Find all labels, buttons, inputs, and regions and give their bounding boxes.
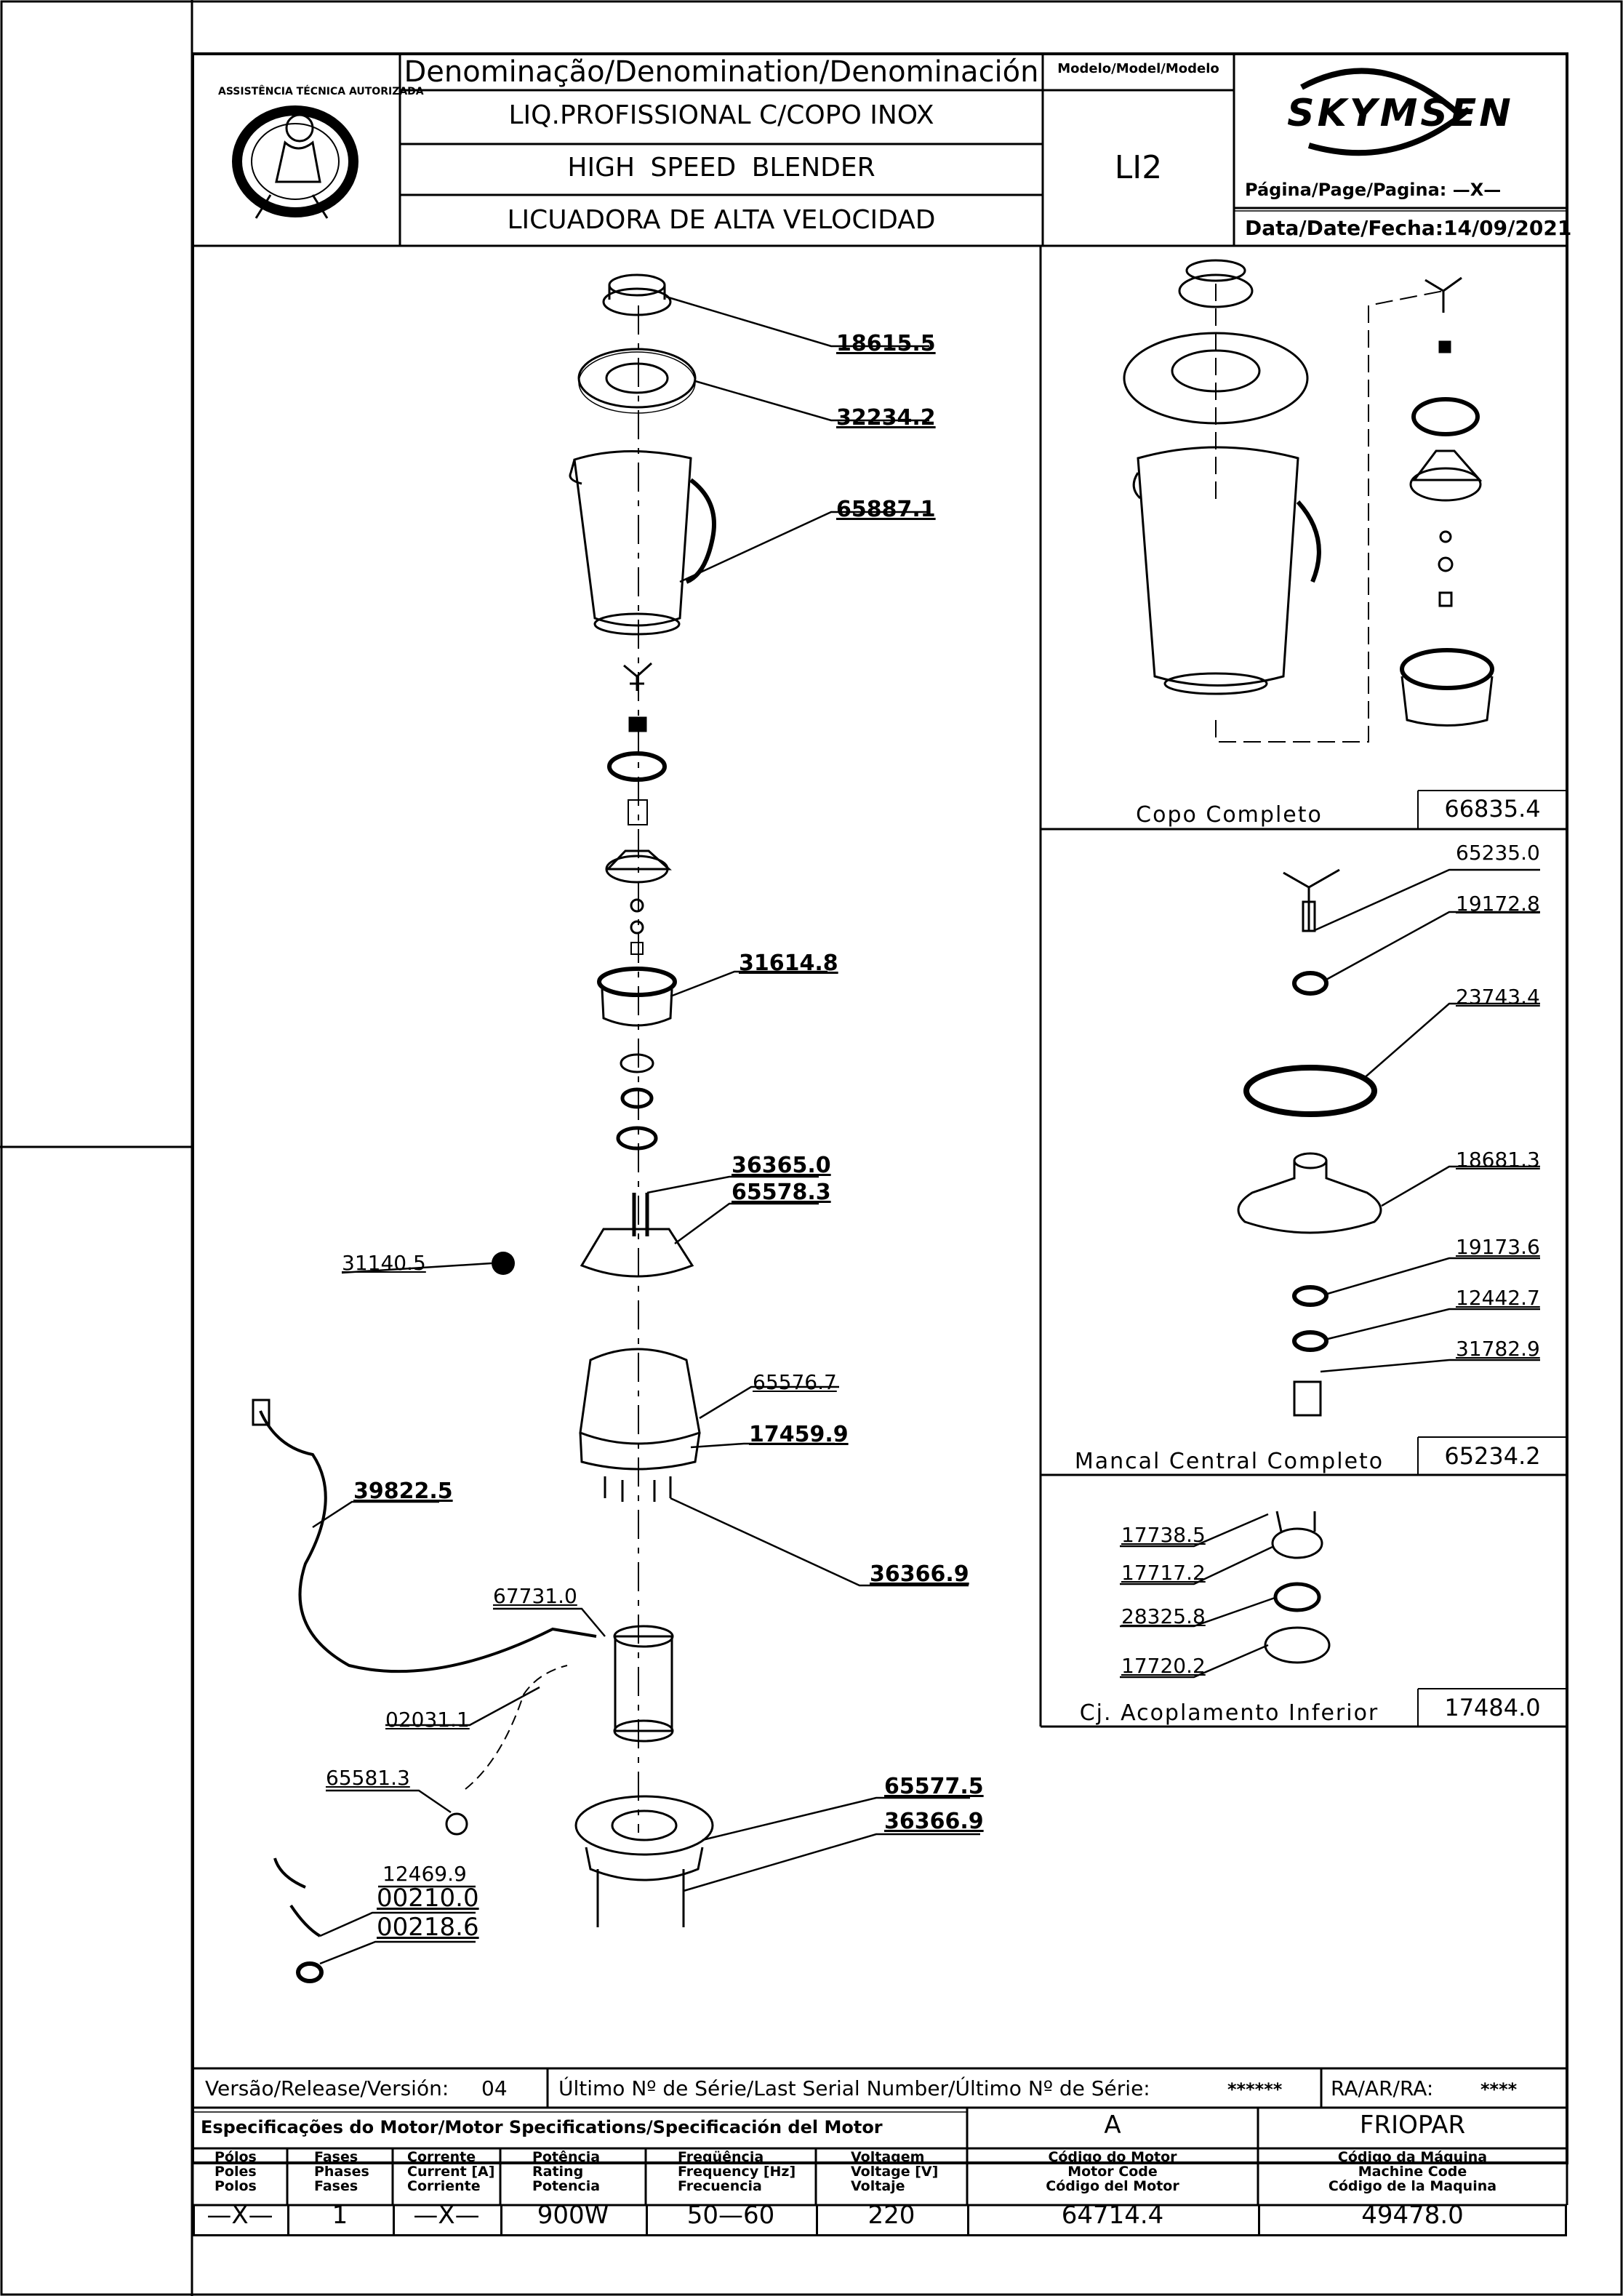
part-label: 18615.5: [836, 331, 936, 356]
part-label: 65887.1: [836, 497, 936, 522]
table-divider: [967, 2205, 969, 2236]
serial-value: ******: [1227, 2079, 1283, 2100]
part-label: 65576.7: [753, 1370, 837, 1394]
mancal-part-label: 65235.0: [1456, 841, 1540, 865]
col-value: —X—: [413, 2201, 480, 2230]
name-pt: LIQ.PROFISSIONAL C/COPO INOX: [508, 100, 934, 130]
name-en: HIGH SPEED BLENDER: [567, 153, 875, 183]
acoplamento-title: Cj. Acoplamento Inferior: [1079, 1700, 1379, 1726]
table-divider: [500, 2205, 502, 2236]
table-side-border: [1565, 2205, 1567, 2236]
acoplamento-part-label: 17738.5: [1121, 1523, 1206, 1547]
motor-spec-label: Especificações do Motor/Motor Specificat…: [201, 2117, 883, 2137]
version-value: 04: [481, 2076, 508, 2100]
acoplamento-part-label: 28325.8: [1121, 1604, 1206, 1628]
mancal-part-label: 23743.4: [1456, 985, 1540, 1009]
seal-text: ASSISTÊNCIA TÉCNICA AUTORIZADA: [218, 86, 424, 97]
denomination-label: Denominação/Denomination/Denominación: [404, 55, 1039, 89]
mancal-part-label: 31782.9: [1456, 1337, 1540, 1361]
part-dot-icon: [492, 1252, 515, 1275]
acoplamento-part-label: 17720.2: [1121, 1654, 1206, 1678]
brand-logo-text: SKYMSEN: [1287, 92, 1514, 135]
col-value: 50—60: [686, 2201, 775, 2230]
part-label: 02031.1: [385, 1708, 470, 1732]
ra-value: ****: [1480, 2079, 1518, 2100]
part-label: 00218.6: [377, 1913, 479, 1942]
acoplamento-drawing: [1264, 1511, 1331, 1664]
col-value: —X—: [207, 2201, 273, 2230]
mancal-part-label: 18681.3: [1456, 1148, 1540, 1172]
skymsen-logo-icon: [1300, 68, 1471, 156]
table-divider: [816, 2205, 818, 2236]
main-exploded-view: [252, 273, 716, 1983]
mancal-code: 65234.2: [1444, 1442, 1541, 1470]
acoplamento-part-label: 17717.2: [1121, 1561, 1206, 1585]
date-label: Data/Date/Fecha:14/09/2021: [1245, 216, 1572, 240]
part-label: 39822.5: [353, 1479, 453, 1504]
mancal-part-label: 19173.6: [1456, 1235, 1540, 1259]
model-value: LI2: [1114, 149, 1163, 186]
version-label: Versão/Release/Versión:: [205, 2076, 449, 2100]
assistance-seal-icon: [232, 105, 358, 219]
table-divider: [1258, 2205, 1260, 2236]
table-divider: [393, 2205, 395, 2236]
model-label: Modelo/Model/Modelo: [1057, 61, 1219, 76]
part-label: 31140.5: [342, 1251, 426, 1275]
table-divider: [287, 2205, 289, 2236]
part-label: 65581.3: [326, 1766, 410, 1790]
mancal-central-drawing: [1237, 868, 1382, 1417]
table-divider: [646, 2205, 648, 2236]
part-label: 00210.0: [377, 1884, 479, 1913]
part-label: 32234.2: [836, 405, 936, 431]
copo-title: Copo Completo: [1136, 802, 1323, 828]
name-es: LICUADORA DE ALTA VELOCIDAD: [507, 205, 936, 235]
supplier: FRIOPAR: [1359, 2111, 1466, 2140]
mancal-part-label: 12442.7: [1456, 1286, 1540, 1310]
ra-label: RA/AR/RA:: [1331, 2076, 1434, 2100]
copo-code: 66835.4: [1444, 795, 1541, 823]
col-value: 900W: [537, 2201, 609, 2230]
part-label: 36366.9: [884, 1809, 984, 1834]
part-label: 36365.0: [732, 1153, 831, 1178]
part-label: 31614.8: [739, 951, 838, 976]
part-label: 65578.3: [732, 1180, 831, 1205]
part-label: 12469.9: [382, 1862, 467, 1886]
table-bottom-border: [193, 2234, 1567, 2236]
col-value: 64714.4: [1061, 2201, 1164, 2230]
mancal-title: Mancal Central Completo: [1074, 1449, 1384, 1474]
mancal-part-label: 19172.8: [1456, 892, 1540, 916]
copo-completo-drawing: [1123, 259, 1494, 743]
part-label: 17459.9: [749, 1422, 849, 1447]
col-value: 220: [867, 2201, 915, 2230]
part-label: 36366.9: [870, 1561, 969, 1587]
page-label: Página/Page/Pagina: —X—: [1245, 180, 1502, 200]
part-label: 67731.0: [493, 1584, 577, 1608]
part-label: 65577.5: [884, 1774, 984, 1799]
serial-label: Último Nº de Série/Last Serial Number/Úl…: [558, 2076, 1150, 2100]
table-side-border: [193, 2205, 195, 2236]
col-value: 49478.0: [1361, 2201, 1464, 2230]
motor-class: A: [1104, 2111, 1121, 2140]
col-value: 1: [332, 2201, 348, 2230]
acoplamento-code: 17484.0: [1444, 1694, 1541, 1721]
